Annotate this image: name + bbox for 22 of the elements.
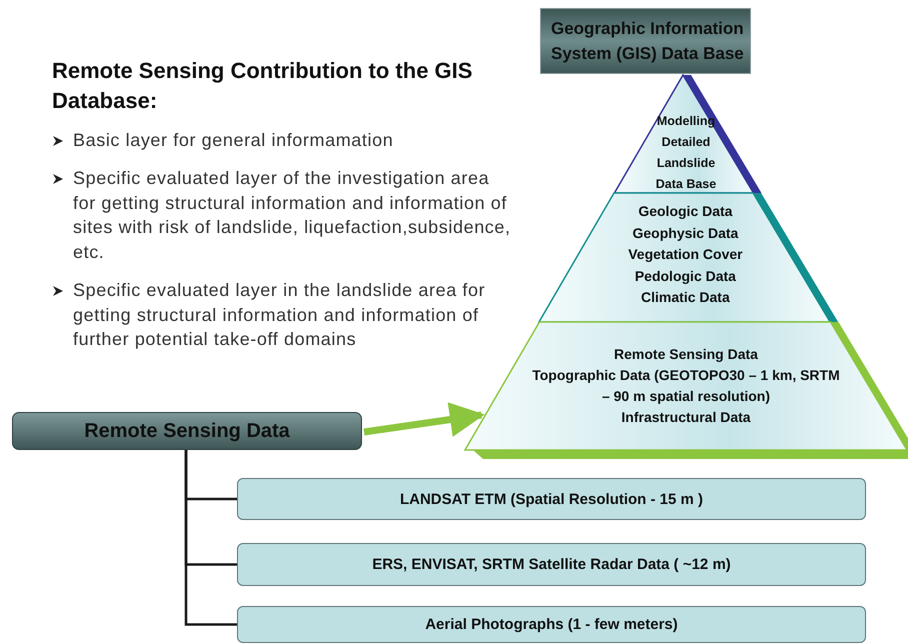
pyramid-tier [614, 75, 762, 193]
bullet-text: Basic layer for general informamation [73, 129, 394, 152]
arrow [364, 402, 485, 437]
data-source-box: ERS, ENVISAT, SRTM Satellite Radar Data ( ~12 m) [237, 543, 866, 586]
pyramid-tier [539, 193, 840, 322]
data-source-box: Aerial Photographs (1 - few meters) [237, 606, 866, 643]
tier-text: Geophysic Data [631, 224, 740, 243]
data-source-box: LANDSAT ETM (Spatial Resolution - 15 m ) [237, 478, 866, 520]
tier-text: Climatic Data [640, 288, 731, 307]
tier-text: Remote Sensing Data [613, 345, 759, 364]
pyramid-tier [465, 322, 907, 460]
tier-text: Pedologic Data [634, 266, 737, 286]
connector-line [184, 450, 237, 626]
title: Remote Sensing Contribution to the GIS Database: [52, 57, 474, 115]
tier-text: Topographic Data (GEOTOPO30 – 1 km, SRTM – 90 m spatial resolution) [531, 366, 841, 406]
tier-text: Geologic Data [637, 202, 734, 221]
header-box: Geographic Information System (GIS) Data Base [540, 8, 751, 74]
tier-text: Infrastructural Data [620, 408, 752, 427]
tier-text: Vegetation Cover [627, 245, 744, 264]
source-box: Remote Sensing Data [12, 412, 362, 450]
bullet-text: Specific evaluated layer in the landslide area for getting structural information and information of further potential take-off domains [73, 279, 486, 351]
bullet-text: Specific evaluated layer of the investigation area for getting structural information and information of sites with risk of landslide, liquefaction,subsidence, etc. [73, 167, 512, 264]
